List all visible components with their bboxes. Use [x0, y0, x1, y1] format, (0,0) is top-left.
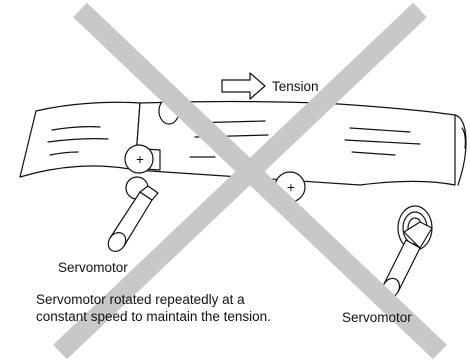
cross-stroke-2 [53, 2, 427, 360]
web-right-curl [454, 114, 467, 186]
left-servomotor [107, 185, 159, 252]
left-roller-main: + [124, 144, 161, 174]
prohibition-cross-icon [53, 2, 447, 360]
roller-plus-2: + [287, 180, 295, 195]
tension-arrow-icon [221, 72, 266, 100]
roller-plus-1: + [136, 152, 144, 167]
cross-stroke-1 [73, 2, 447, 360]
servomotor-right-label: Servomotor [342, 310, 412, 325]
web-edge-detail [461, 127, 466, 149]
right-servomotor [381, 205, 433, 299]
tension-label: Tension [272, 79, 319, 94]
caption-line-1: Servomotor rotated repeatedly at a [36, 292, 245, 307]
caption-line-2: constant speed to maintain the tension. [36, 309, 271, 324]
web-left-sheet [19, 101, 141, 178]
servomotor-left-label: Servomotor [58, 260, 128, 275]
